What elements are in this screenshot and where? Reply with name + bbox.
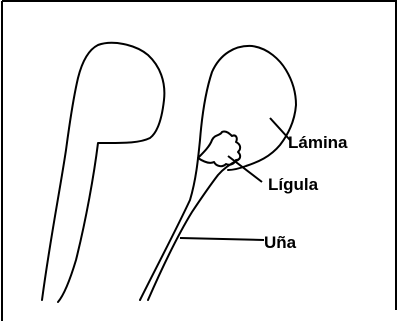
una-label: Uña bbox=[264, 233, 297, 252]
una-leader bbox=[180, 238, 264, 240]
lamina-label: Lámina bbox=[288, 133, 348, 152]
lamina-leader bbox=[270, 118, 290, 140]
left-petal-outline bbox=[42, 43, 164, 302]
ligula-label: Lígula bbox=[268, 175, 319, 194]
right-petal-claw-inner bbox=[148, 160, 238, 300]
